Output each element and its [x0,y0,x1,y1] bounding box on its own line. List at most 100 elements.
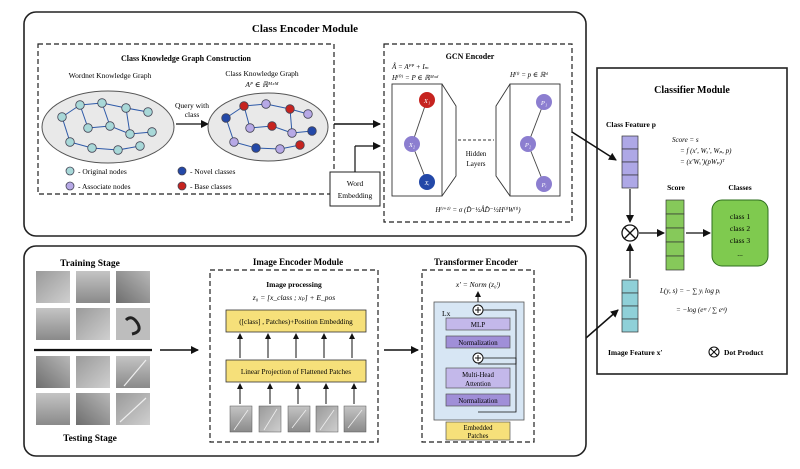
class-item-2: class 2 [730,224,750,233]
gcn-node-p2 [520,136,536,152]
ckg-label: Class Knowledge Graph [225,69,299,78]
kg-construction-title: Class Knowledge Graph Construction [121,54,252,63]
class-encoder-title: Class Encoder Module [252,23,358,35]
gcn-to-classifier-arrow [571,131,617,161]
gcn-node-pi-label: Pᵢ [541,182,547,189]
gcn-left-funnel [441,83,457,197]
attention-box [445,367,511,389]
loss-formula-2: = −log (eˢʸ / ∑ eˢʲ) [676,306,728,314]
class-feature-label: Class Feature p [606,120,656,129]
ckg-formula: Aᴾ ∈ ℝᴹˣᴹ [244,80,279,89]
attention-label-1: Multi-Head [462,372,494,379]
classifier-title: Classifier Module [654,85,730,96]
score-label: Score [667,183,685,192]
gcn-formula-a: Â = Aᴾᴾ + Iₘ [391,63,429,71]
gcn-update-formula: H⁽ˡ⁺¹⁾ = σ (D̂⁻½ÂD̂⁻½H⁽ˡ⁾W⁽ˡ⁾) [434,205,521,214]
transformer-formula: x′ = Norm (z₀ˡ) [455,280,501,289]
word-embedding-box: Word Embedding [329,171,381,207]
embedded-patches-box [445,421,511,441]
word-embedding-line2: Embedding [338,191,373,200]
legend-associate: - Associate nodes [78,182,131,191]
image-processing-formula: z₀ = [x_class ; xₚ] + E_pos [252,293,335,302]
gcn-node-x1 [419,92,435,108]
position-embedding-box [225,309,367,333]
gcn-node-xi-label: Xᵢ [424,180,430,187]
score-formula-2: = f (x′, Wₓ′, Wₚ, p) [680,147,732,155]
gcn-right-funnel [495,83,511,197]
gcn-node-x2-label: X₂ [408,142,416,149]
class-encoder-module: Class Encoder Module Class Knowledge Gra… [23,11,587,237]
wordnet-graph [41,90,175,164]
gcn-node-p1-label: P₁ [540,100,547,107]
training-stage-label: Training Stage [60,259,120,269]
query-label-1: Query with [175,101,209,110]
gcn-formula-hl: H⁽ˡ⁾ = p ∈ ℝᵈ [509,70,548,79]
norm2-box [445,393,511,407]
class-feature-vector [621,135,639,189]
score-formula-1: Score = s [672,136,699,144]
hidden-label-2: Layers [466,160,485,168]
kg-legend: - Original nodes - Associate nodes - Nov… [65,166,235,191]
attention-label-2: Attention [465,381,491,388]
class-item-3: class 3 [730,236,750,245]
mlp-label: MLP [471,321,486,329]
linear-projection-label: Linear Projection of Flattened Patches [241,368,351,376]
image-pipeline-panel: Training Stage Testing Stage Image Encod… [23,245,587,457]
legend-base: - Base classes [190,182,232,191]
legend-original: - Original nodes [78,167,127,176]
loss-formula-1: L(y, s) = − ∑ yᵢ log pᵢ [659,287,720,295]
dot-product-legend-symbol [708,346,720,358]
legend-original-dot [65,166,75,176]
score-formula-3: = (x′Wₓ′)(pWₚ)ᵀ [680,158,725,166]
lx-label: Lx [442,309,451,318]
gcn-node-p2-label: P₂ [524,142,532,149]
image-patches [229,405,367,433]
gcn-formula-h0: H⁽⁰⁾ = P ∈ ℝᴹˣᵈ [391,73,439,82]
dataset-images: Training Stage Testing Stage [34,259,152,444]
legend-novel-dot [177,166,187,176]
embedded-patches-label-2: Patches [468,433,489,440]
word-embedding-line1: Word [347,179,364,188]
legend-base-dot [177,181,187,191]
legend-associate-dot [65,181,75,191]
kg-construction-panel: Class Knowledge Graph Construction Wordn… [37,43,335,195]
classes-label: Classes [728,183,751,192]
gcn-node-xi [419,174,435,190]
loss-formula: L(y, s) = − ∑ yᵢ log pᵢ = −log (eˢʸ / ∑ … [659,287,728,314]
gcn-output-layer [509,83,561,197]
dot-product-label: Dot Product [724,348,764,357]
wordnet-label: Wordnet Knowledge Graph [69,71,152,80]
gcn-node-x2 [404,136,420,152]
classifier-module: Classifier Module Class Feature p Score … [596,67,788,375]
gcn-node-x1-label: X₁ [423,98,430,105]
class-item-more: ... [737,249,743,258]
embedding-up-arrows [237,333,355,358]
transformer-title: Transformer Encoder [434,257,518,267]
dot-product-symbol [621,224,639,242]
class-item-1: class 1 [730,212,750,221]
score-formula: Score = s = f (x′, Wₓ′, Wₚ, p) = (x′Wₓ′)… [672,136,732,166]
score-vector [665,199,685,271]
image-processing-label: Image processing [266,280,322,289]
patch-up-arrows [237,383,357,404]
gcn-node-pi [536,176,552,192]
transformer-panel: x′ = Norm (z₀ˡ) Lx MLP Normalization Mul… [421,269,535,443]
linear-projection-box [225,359,367,383]
mlp-box [445,317,511,331]
hidden-label-1: Hidden [466,150,487,158]
position-embedding-label: ([class] , Patches)+Position Embedding [239,318,353,326]
image-feature-vector [621,279,639,333]
gcn-title: GCN Encoder [446,52,495,61]
query-label-2: class [185,110,200,119]
gcn-encoder-panel: GCN Encoder Â = Aᴾᴾ + Iₘ H⁽⁰⁾ = P ∈ ℝᴹˣᵈ… [383,43,573,223]
gcn-node-p1 [536,94,552,110]
norm2-label: Normalization [458,398,498,405]
norm1-label: Normalization [458,340,498,347]
testing-stage-label: Testing Stage [63,434,117,444]
embedded-patches-label-1: Embedded [463,425,493,432]
class-knowledge-graph [207,92,329,162]
classes-box: class 1 class 2 class 3 ... [711,199,769,267]
image-encoder-panel: Image processing z₀ = [x_class ; xₚ] + E… [209,269,379,443]
norm1-box [445,335,511,349]
